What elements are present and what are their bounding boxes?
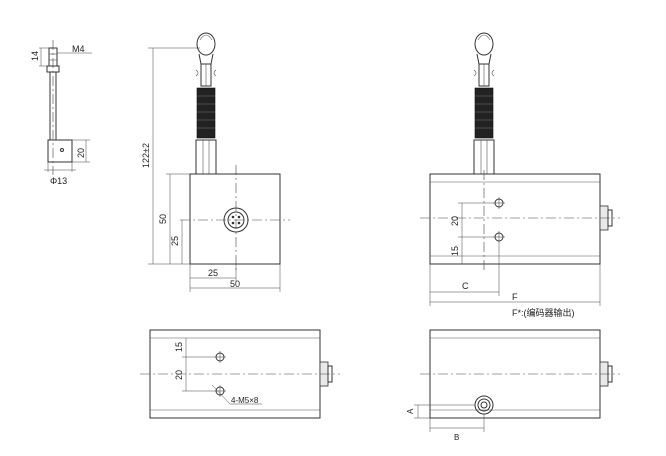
dim-15-top-label: 15 [174, 342, 184, 352]
dim-b-label: B [454, 433, 459, 442]
dim-25-h-label: 25 [208, 268, 218, 278]
bottom-port-inner [477, 398, 491, 412]
dim-14-label: 14 [30, 51, 40, 61]
dim-15-side-label: 15 [450, 246, 460, 256]
phi13-label: Φ13 [50, 176, 67, 186]
side-tube [473, 139, 495, 175]
dim-a-label: A [406, 408, 415, 414]
rod-hole [60, 148, 64, 152]
f-note-label: F*:(编码器输出) [512, 307, 575, 318]
dim-122-label: 122±2 [141, 143, 151, 168]
rod-end-block [47, 139, 73, 163]
dim-20-side-label: 20 [450, 216, 460, 226]
front-knob [196, 32, 216, 56]
dim-c-label: C [462, 281, 469, 291]
dim-20-rod-label: 20 [76, 148, 86, 158]
dim-20-top-label: 20 [174, 370, 184, 380]
dim-50-h-label: 50 [230, 279, 240, 289]
dim-f-label: F [512, 292, 518, 302]
m4-label: M4 [72, 44, 85, 54]
rod-detail: M4 14 20 Φ13 [30, 40, 92, 186]
bottom-port-core [480, 401, 488, 409]
front-tube [195, 139, 217, 175]
dim-50-v-label: 50 [158, 214, 168, 224]
front-black-connector [196, 87, 216, 139]
bottom-view: A B [406, 329, 620, 442]
hole-note-label: 4-M5×8 [231, 396, 259, 405]
side-view: 20 15 C F F*:(编码器输出) [420, 32, 620, 318]
side-black-connector [474, 87, 494, 139]
dim-25-v-label: 25 [170, 236, 180, 246]
side-knob [474, 32, 494, 56]
front-view: 122±2 50 25 25 50 [141, 32, 290, 292]
front-housing [189, 173, 281, 265]
top-view: 15 20 4-M5×8 [140, 329, 340, 419]
